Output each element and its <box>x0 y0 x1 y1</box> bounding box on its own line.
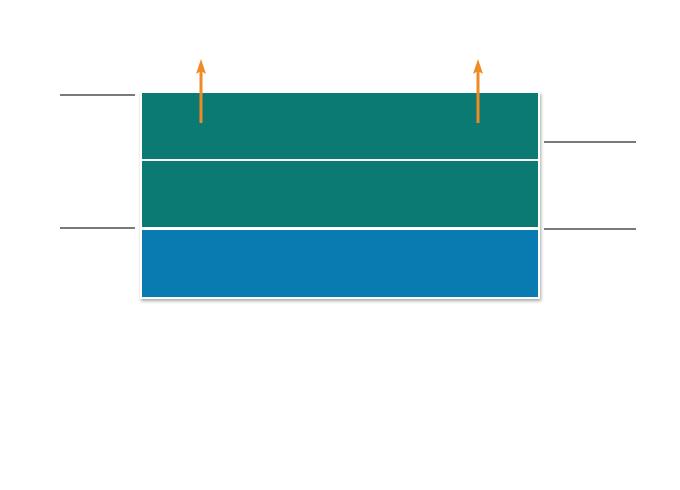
layer-middle <box>142 161 538 227</box>
layer-top <box>142 93 538 159</box>
leader-line-right-bottom <box>544 228 636 230</box>
leader-line-left-bottom <box>60 227 135 229</box>
arrow-up-icon-left <box>196 59 206 123</box>
leader-line-left-top <box>60 94 135 96</box>
leader-line-right-top <box>544 141 636 143</box>
layer-bottom <box>142 230 538 297</box>
layer-stack <box>140 92 540 299</box>
arrow-up-icon-right <box>473 59 483 123</box>
